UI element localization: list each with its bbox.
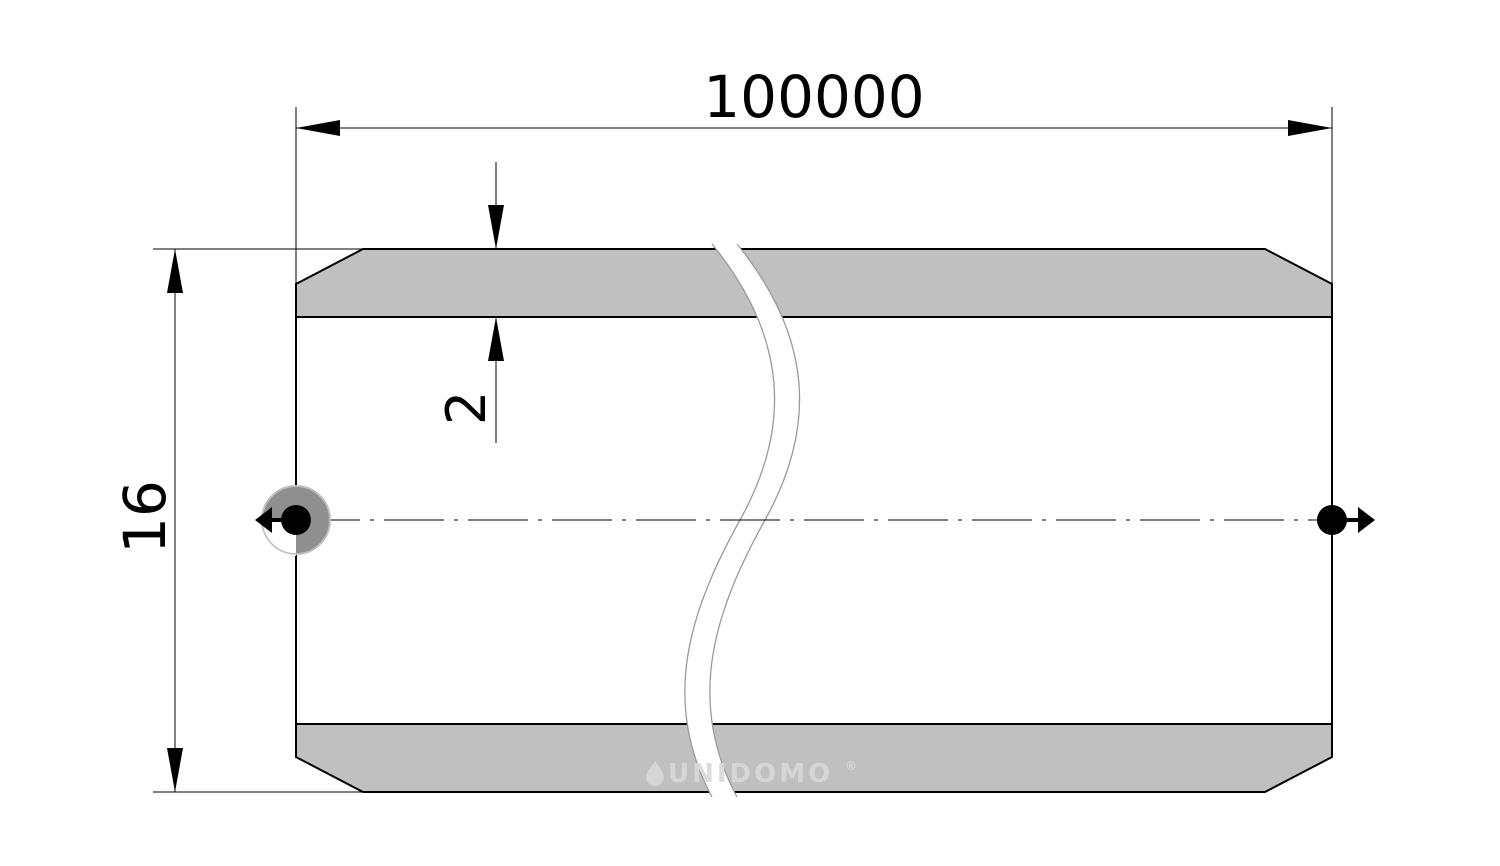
wall-arrow-up bbox=[488, 317, 504, 361]
wall-thickness-label: 2 bbox=[435, 391, 498, 425]
length-label: 100000 bbox=[703, 63, 924, 131]
wall-thickness-dimension: 2 bbox=[435, 162, 504, 443]
left-port-arrow-icon bbox=[255, 507, 272, 533]
right-port-arrow-icon bbox=[1358, 507, 1375, 533]
diameter-label: 16 bbox=[111, 480, 179, 554]
pipe-top-wall bbox=[295, 248, 1333, 318]
length-arrow-left bbox=[296, 120, 340, 136]
watermark: UNIDOMO ® bbox=[646, 759, 860, 789]
water-drop-icon bbox=[646, 761, 664, 786]
length-arrow-right bbox=[1288, 120, 1332, 136]
left-port-marker bbox=[255, 485, 331, 556]
diameter-arrow-bottom bbox=[167, 748, 183, 792]
watermark-brand: UNIDOMO bbox=[668, 759, 833, 789]
length-dimension: 100000 bbox=[295, 63, 1333, 284]
pipe-body bbox=[295, 248, 1333, 793]
diameter-dimension: 16 bbox=[111, 248, 363, 793]
wall-arrow-down bbox=[488, 205, 504, 249]
right-port-marker bbox=[1317, 505, 1375, 535]
watermark-registered: ® bbox=[845, 759, 860, 773]
diameter-arrow-top bbox=[167, 249, 183, 293]
